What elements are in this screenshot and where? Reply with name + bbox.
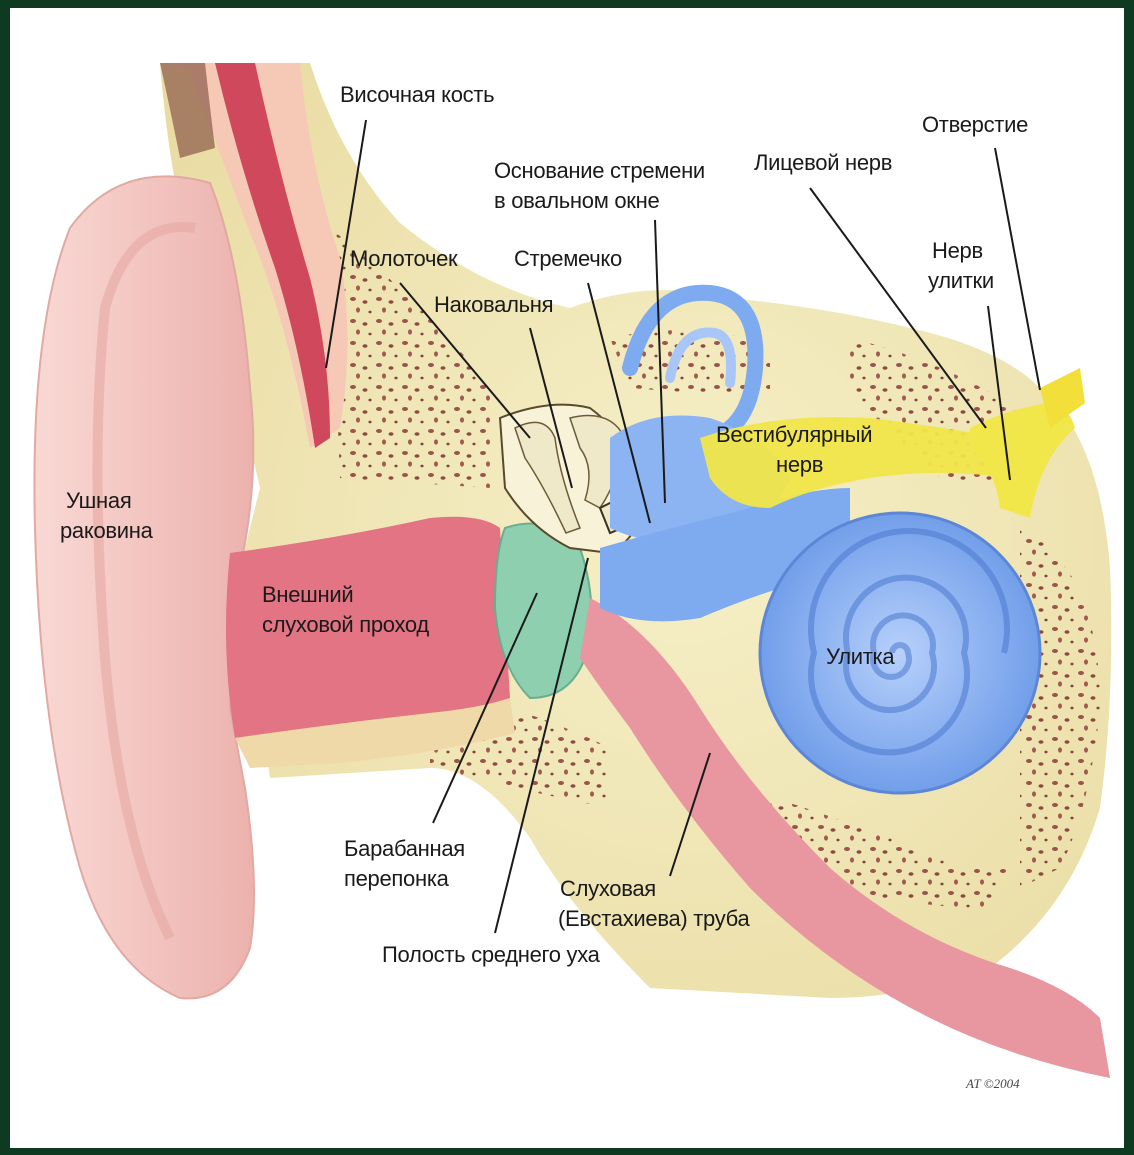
leader-incus: [530, 328, 572, 488]
leader-opening: [995, 148, 1040, 390]
leader-eardrum: [433, 593, 537, 823]
label-temporal-bone: Височная кость: [340, 82, 494, 108]
leader-temporal-bone: [326, 120, 366, 368]
label-cochlear-nerve-line2: улитки: [928, 268, 994, 294]
label-vestibular-nerve-line2: нерв: [776, 452, 823, 478]
label-malleus: Молоточек: [350, 246, 457, 272]
label-cochlear-nerve-line1: Нерв: [932, 238, 983, 264]
label-stapes-base-line2: в овальном окне: [494, 188, 659, 214]
leader-stapes-base: [655, 220, 665, 503]
label-cochlea: Улитка: [826, 644, 894, 670]
label-middle-ear: Полость среднего уха: [382, 942, 600, 968]
label-eustachian-line2: (Евстахиева) труба: [558, 906, 749, 932]
label-eustachian-line1: Слуховая: [560, 876, 656, 902]
leader-stapes: [588, 283, 650, 523]
label-stapes: Стремечко: [514, 246, 622, 272]
label-eardrum-line1: Барабанная: [344, 836, 465, 862]
diagram-panel: Височная кость Основание стремени в овал…: [10, 8, 1124, 1148]
label-facial-nerve: Лицевой нерв: [754, 150, 892, 176]
label-opening: Отверстие: [922, 112, 1028, 138]
label-incus: Наковальня: [434, 292, 553, 318]
leader-cochlear-nerve: [988, 306, 1010, 480]
label-ear-canal-line2: слуховой проход: [262, 612, 429, 638]
leader-facial-nerve: [810, 188, 986, 428]
label-ear-canal-line1: Внешний: [262, 582, 353, 608]
label-auricle-line1: Ушная: [66, 488, 131, 514]
label-auricle-line2: раковина: [60, 518, 153, 544]
label-vestibular-nerve-line1: Вестибулярный: [716, 422, 872, 448]
label-stapes-base-line1: Основание стремени: [494, 158, 705, 184]
artist-signature: AT ©2004: [966, 1076, 1020, 1092]
leader-eustachian: [670, 753, 710, 876]
label-eardrum-line2: перепонка: [344, 866, 449, 892]
